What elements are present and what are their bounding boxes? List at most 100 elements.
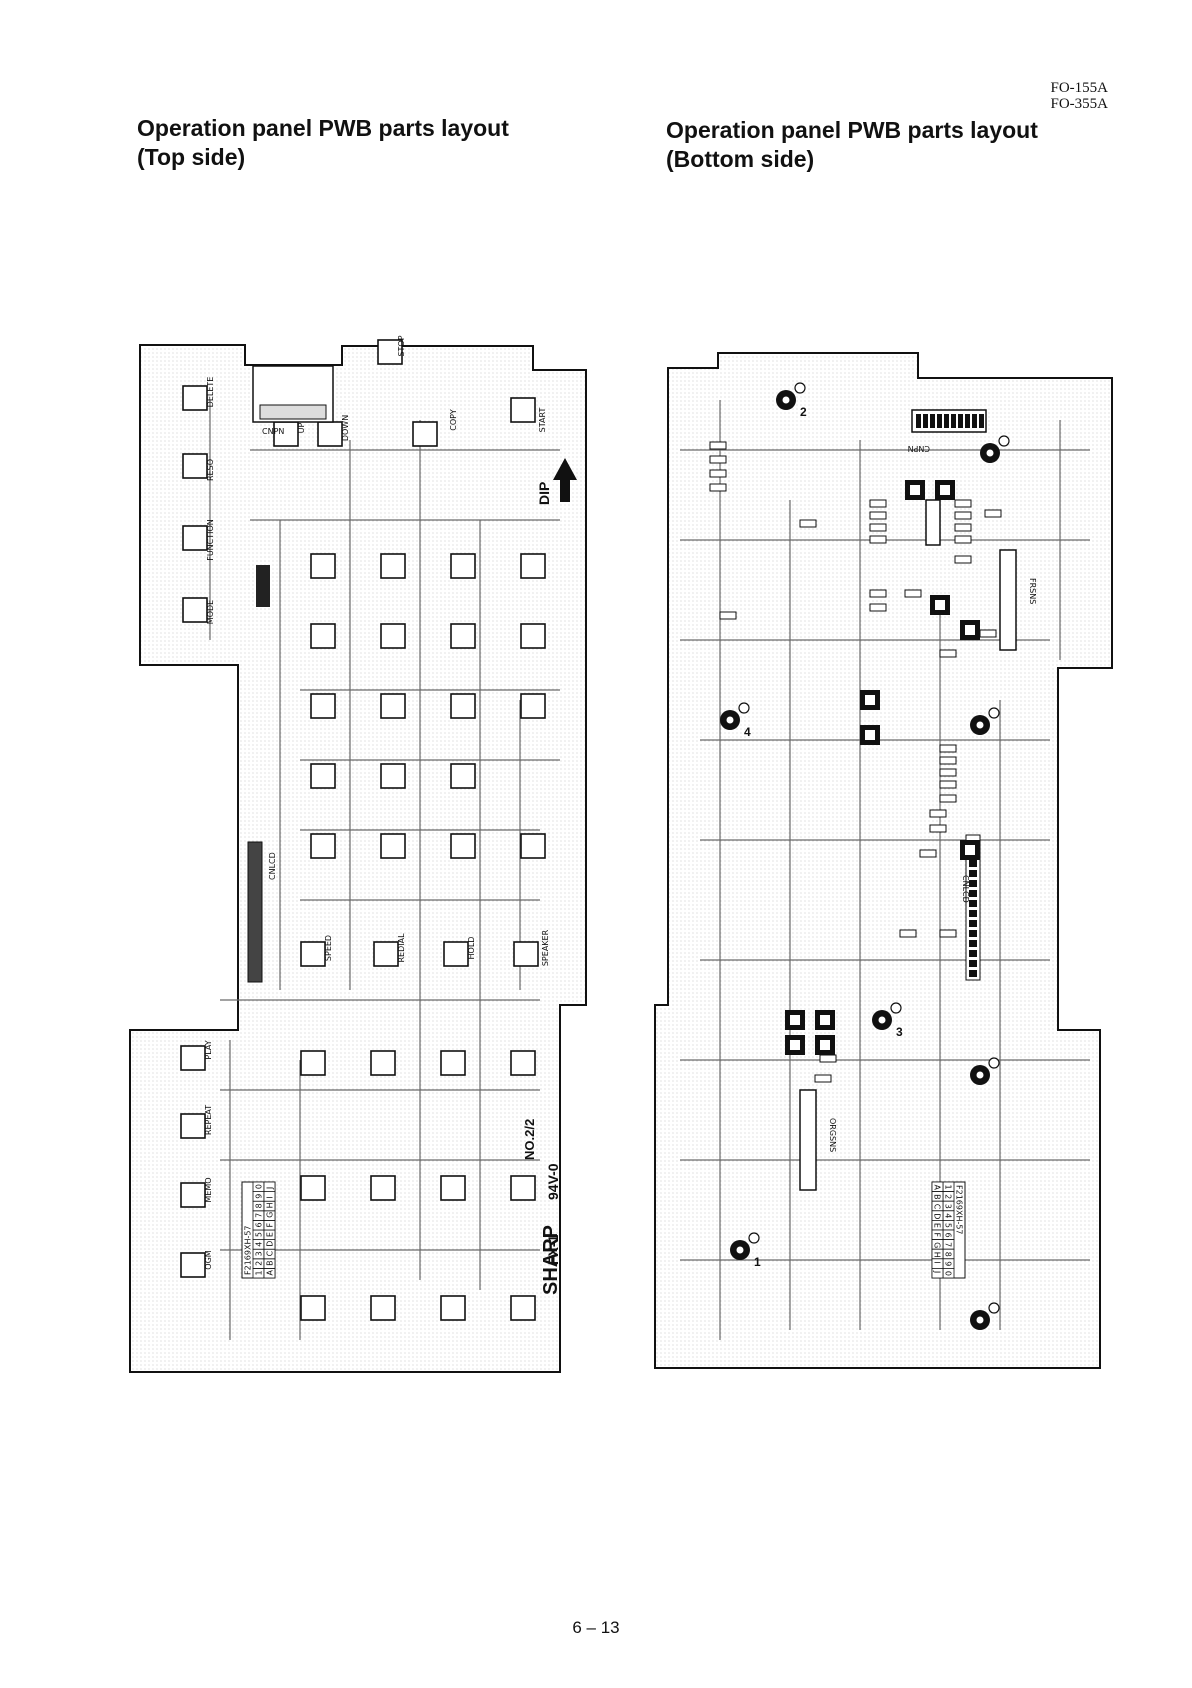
top-key-pad: [180, 1113, 206, 1139]
resistor: [984, 509, 1002, 518]
resistor: [939, 780, 957, 789]
screw-number: 1: [754, 1255, 761, 1269]
sharp-brand-label: SHARP: [540, 1225, 562, 1295]
top-key-pad: [510, 1295, 536, 1321]
top-key-pad: [450, 693, 476, 719]
grid-cell: B: [933, 1194, 942, 1200]
bottom-screws: 2 4 3 1: [720, 382, 1010, 1330]
resistor: [819, 1054, 837, 1063]
top-key-label: DELETE: [206, 377, 215, 408]
top-key-pad: [300, 941, 326, 967]
grid-cell: 7: [944, 1242, 953, 1247]
grid-cell: 8: [944, 1252, 953, 1257]
grid-cell: 0: [255, 1184, 264, 1189]
bottom-board-outline: [654, 352, 1113, 1369]
grid-cell: 0: [944, 1271, 953, 1276]
top-key-pad: [440, 1175, 466, 1201]
grid-cell: 2: [944, 1194, 953, 1199]
grid-cell: 4: [944, 1213, 953, 1218]
top-key-label: START: [538, 408, 547, 433]
screw-number: 3: [896, 1025, 903, 1039]
top-key-label: UP: [297, 422, 306, 433]
resistor: [709, 441, 727, 450]
resistor: [939, 756, 957, 765]
grid-cell: F: [933, 1233, 942, 1238]
top-key-pad: [450, 623, 476, 649]
screw-number: 2: [800, 405, 807, 419]
top-key-label: SPEED: [324, 935, 333, 961]
top-key-label: MODE: [206, 600, 215, 624]
frsns-label: FRSNS: [1028, 578, 1037, 604]
grid-cell: 6: [255, 1222, 264, 1227]
top-key-pad: [300, 1175, 326, 1201]
top-key-pad: [310, 623, 336, 649]
top-side-title-line1: Operation panel PWB parts layout: [137, 115, 509, 141]
top-key-pad: [300, 1295, 326, 1321]
frsns-sensor: [999, 549, 1017, 651]
bottom-side-title-line2: (Bottom side): [666, 146, 815, 172]
top-key-pad: [273, 421, 299, 447]
top-keys: [180, 339, 546, 1321]
top-key-pad: [373, 941, 399, 967]
top-key-pad: [450, 553, 476, 579]
top-key-pad: [370, 1050, 396, 1076]
resistor: [709, 455, 727, 464]
grid-cell: 1: [944, 1185, 953, 1190]
grid-cell: B: [266, 1260, 275, 1266]
board-rating-label: 94V-0: [545, 1163, 561, 1200]
top-key-label: DOWN: [341, 415, 350, 441]
top-key-pad: [180, 1045, 206, 1071]
ic-package: [925, 499, 941, 546]
resistor: [929, 809, 947, 818]
top-key-label: MEMO: [204, 1177, 213, 1202]
top-key-label: SPEAKER: [541, 929, 550, 966]
top-board-outline: [129, 344, 587, 1373]
top-connector-label: CNPN: [262, 427, 284, 436]
top-key-label: REDIAL: [397, 933, 406, 963]
top-key-label: OGM: [204, 1250, 213, 1269]
board-no-label: NO.2/2: [522, 1119, 537, 1160]
screw-head-icon: [998, 435, 1010, 447]
top-key-pad: [180, 1182, 206, 1208]
top-key-pad: [182, 525, 208, 551]
top-key-label: COPY: [449, 409, 458, 431]
resistor: [939, 794, 957, 803]
grid-cell: 9: [944, 1261, 953, 1266]
top-key-pad: [310, 763, 336, 789]
grid-cell: D: [933, 1213, 942, 1219]
top-key-pad: [440, 1295, 466, 1321]
resistor: [719, 611, 737, 620]
top-lcd-connector: [247, 841, 263, 983]
grid-cell: A: [933, 1185, 942, 1191]
screw-head-icon: [890, 1002, 902, 1014]
grid-cell: E: [933, 1223, 942, 1228]
resistor: [954, 511, 972, 520]
orgsns-sensor: [799, 1089, 817, 1191]
grid-cell: 3: [255, 1251, 264, 1256]
top-key-pad: [443, 941, 469, 967]
top-key-label: PLAY: [204, 1040, 213, 1059]
grid-cell: 5: [944, 1223, 953, 1228]
grid-cell: E: [266, 1232, 275, 1237]
resistor: [869, 499, 887, 508]
resistor: [954, 523, 972, 532]
top-key-pad: [182, 385, 208, 411]
bottom-lcd-label: CNLCD: [961, 875, 970, 903]
resistor: [869, 523, 887, 532]
bottom-connector-label: CNPN: [908, 444, 930, 453]
grid-cell: 5: [255, 1232, 264, 1237]
top-key-pad: [370, 1175, 396, 1201]
top-key-label: RESO: [206, 459, 215, 481]
resistor: [709, 469, 727, 478]
top-key-pad: [310, 833, 336, 859]
model-number-1: FO-155A: [1050, 80, 1108, 96]
grid-cell: G: [266, 1212, 275, 1218]
model-numbers: FO-155A FO-355A: [1050, 80, 1108, 112]
grid-cell: G: [933, 1242, 942, 1248]
bottom-side-title-line1: Operation panel PWB parts layout: [666, 117, 1038, 143]
